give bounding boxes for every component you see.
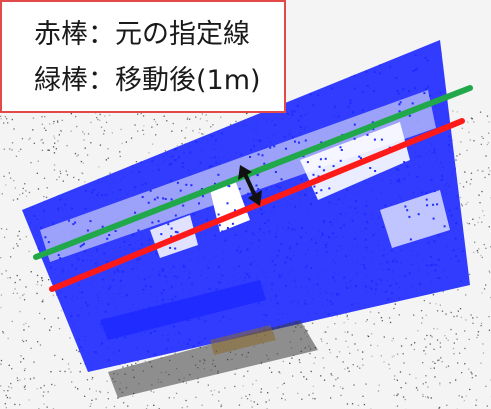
legend-box: 赤棒：元の指定線 緑棒：移動後(1m): [0, 0, 286, 113]
red-original-line: [49, 118, 465, 292]
legend-red-line-label: 赤棒：元の指定線: [34, 19, 250, 50]
offset-arrow-icon: [238, 165, 262, 206]
dark-structure: [108, 320, 318, 398]
green-moved-line: [33, 85, 473, 260]
legend-green-line-label: 緑棒：移動後(1m): [34, 65, 261, 96]
